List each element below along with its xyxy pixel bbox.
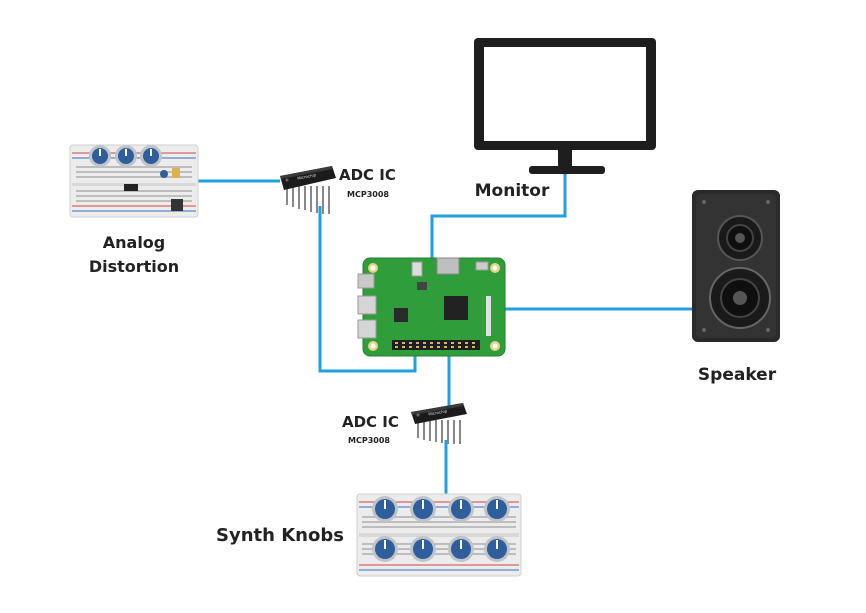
transistor-icon xyxy=(171,199,183,211)
raspberry-pi-board xyxy=(357,257,506,357)
adc-bottom-part: MCP3008 xyxy=(348,436,390,445)
adc-top-label: ADC IC xyxy=(339,166,396,184)
analog-distortion-breadboard xyxy=(69,144,199,218)
synth-knob xyxy=(372,536,398,562)
analog-distortion-label-line1: Analog xyxy=(103,233,166,252)
wire-pi-to-monitor xyxy=(430,172,567,258)
speaker-icon xyxy=(692,190,780,342)
synth-knob xyxy=(410,496,436,522)
distortion-knob xyxy=(140,145,162,167)
resistor-icon xyxy=(172,168,180,178)
synth-knob xyxy=(484,536,510,562)
synth-knob xyxy=(484,496,510,522)
speaker-label: Speaker xyxy=(698,365,777,385)
wires xyxy=(198,172,692,496)
synth-knob xyxy=(372,496,398,522)
monitor-label: Monitor xyxy=(475,181,550,201)
opamp-chip-icon xyxy=(124,184,138,191)
monitor-icon xyxy=(474,38,656,174)
wire-adc-top-to-pi xyxy=(318,206,417,373)
synth-knob xyxy=(448,496,474,522)
svg-text:Microchip: Microchip xyxy=(428,408,448,416)
analog-distortion-label-line2: Distortion xyxy=(89,257,179,276)
svg-text:Microchip: Microchip xyxy=(297,172,317,181)
synth-knobs-breadboard xyxy=(356,493,522,577)
distortion-knob xyxy=(115,145,137,167)
adc-top-part: MCP3008 xyxy=(347,190,389,199)
synth-knob xyxy=(410,536,436,562)
distortion-knob xyxy=(89,145,111,167)
adc-bottom-label: ADC IC xyxy=(342,413,399,431)
synth-knobs-label: Synth Knobs xyxy=(216,525,344,546)
adc-chip-top: Microchip xyxy=(280,166,336,214)
capacitor-icon xyxy=(160,170,168,178)
synth-knob xyxy=(448,536,474,562)
adc-chip-bottom: Microchip xyxy=(411,403,467,444)
